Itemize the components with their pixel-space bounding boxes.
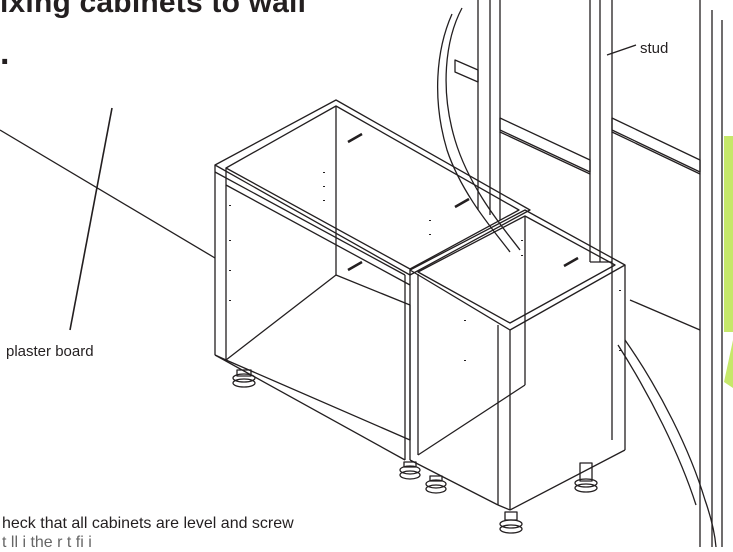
stud-frame	[454, 0, 723, 547]
green-callout-panel	[724, 136, 733, 332]
plaster-board-label: plaster board	[6, 343, 94, 360]
instruction-line-2: t ll i the r t fi i	[2, 534, 92, 551]
large-cabinet	[214, 99, 531, 461]
page-title: ixing cabinets to wall	[0, 0, 307, 19]
floor-cable	[624, 339, 717, 547]
cabinet-legs	[232, 369, 598, 534]
step-marker: .	[0, 34, 10, 72]
wall-floor-line	[0, 129, 216, 259]
green-arrow-icon	[724, 340, 733, 388]
instruction-line-1: heck that all cabinets are level and scr…	[2, 515, 294, 532]
instruction-text: heck that all cabinets are level and scr…	[2, 515, 294, 551]
plaster-leader-line	[69, 107, 113, 331]
wall-cable	[445, 7, 521, 251]
small-cabinet	[409, 209, 626, 511]
stud-label: stud	[640, 40, 669, 57]
stud-leader-line	[606, 44, 637, 56]
